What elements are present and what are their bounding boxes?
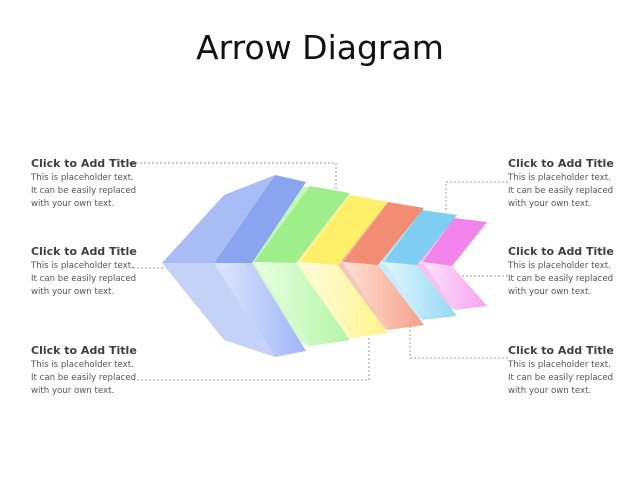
block-line: This is placeholder text. xyxy=(508,173,611,183)
block-title[interactable]: Click to Add Title xyxy=(31,157,137,170)
block-line: It can be easily replaced xyxy=(508,373,614,383)
text-block-left-2[interactable]: Click to Add Title This is placeholder t… xyxy=(31,245,151,298)
block-line: It can be easily replaced xyxy=(31,373,137,383)
text-block-right-1[interactable]: Click to Add Title This is placeholder t… xyxy=(508,157,628,210)
slide-title[interactable]: Arrow Diagram xyxy=(196,28,444,67)
block-line: This is placeholder text. xyxy=(31,173,134,183)
block-line: with your own text. xyxy=(508,386,592,396)
connector-lines xyxy=(128,162,508,381)
text-block-left-3[interactable]: Click to Add Title This is placeholder t… xyxy=(31,344,151,397)
block-line: with your own text. xyxy=(31,386,115,396)
block-title[interactable]: Click to Add Title xyxy=(31,245,137,258)
block-title[interactable]: Click to Add Title xyxy=(508,245,614,258)
block-line: It can be easily replaced xyxy=(31,186,137,196)
connector-top-right xyxy=(445,181,508,212)
block-line: This is placeholder text. xyxy=(31,360,134,370)
block-line: This is placeholder text. xyxy=(508,261,611,271)
block-line: with your own text. xyxy=(31,199,115,209)
block-line: This is placeholder text. xyxy=(508,360,611,370)
connector-top-left xyxy=(128,162,337,190)
text-block-left-1[interactable]: Click to Add Title This is placeholder t… xyxy=(31,157,151,210)
block-line: It can be easily replaced xyxy=(508,186,614,196)
text-block-right-2[interactable]: Click to Add Title This is placeholder t… xyxy=(508,245,628,298)
block-line: It can be easily replaced xyxy=(508,274,614,284)
block-line: This is placeholder text. xyxy=(31,261,134,271)
block-title[interactable]: Click to Add Title xyxy=(508,344,614,357)
block-title[interactable]: Click to Add Title xyxy=(508,157,614,170)
block-line: with your own text. xyxy=(508,199,592,209)
block-title[interactable]: Click to Add Title xyxy=(31,344,137,357)
block-line: It can be easily replaced xyxy=(31,274,137,284)
connector-bottom-left xyxy=(133,337,370,381)
block-line: with your own text. xyxy=(508,287,592,297)
connector-bottom-right xyxy=(409,326,508,359)
block-line: with your own text. xyxy=(31,287,115,297)
text-block-right-3[interactable]: Click to Add Title This is placeholder t… xyxy=(508,344,628,397)
chevron-blue xyxy=(162,175,306,357)
